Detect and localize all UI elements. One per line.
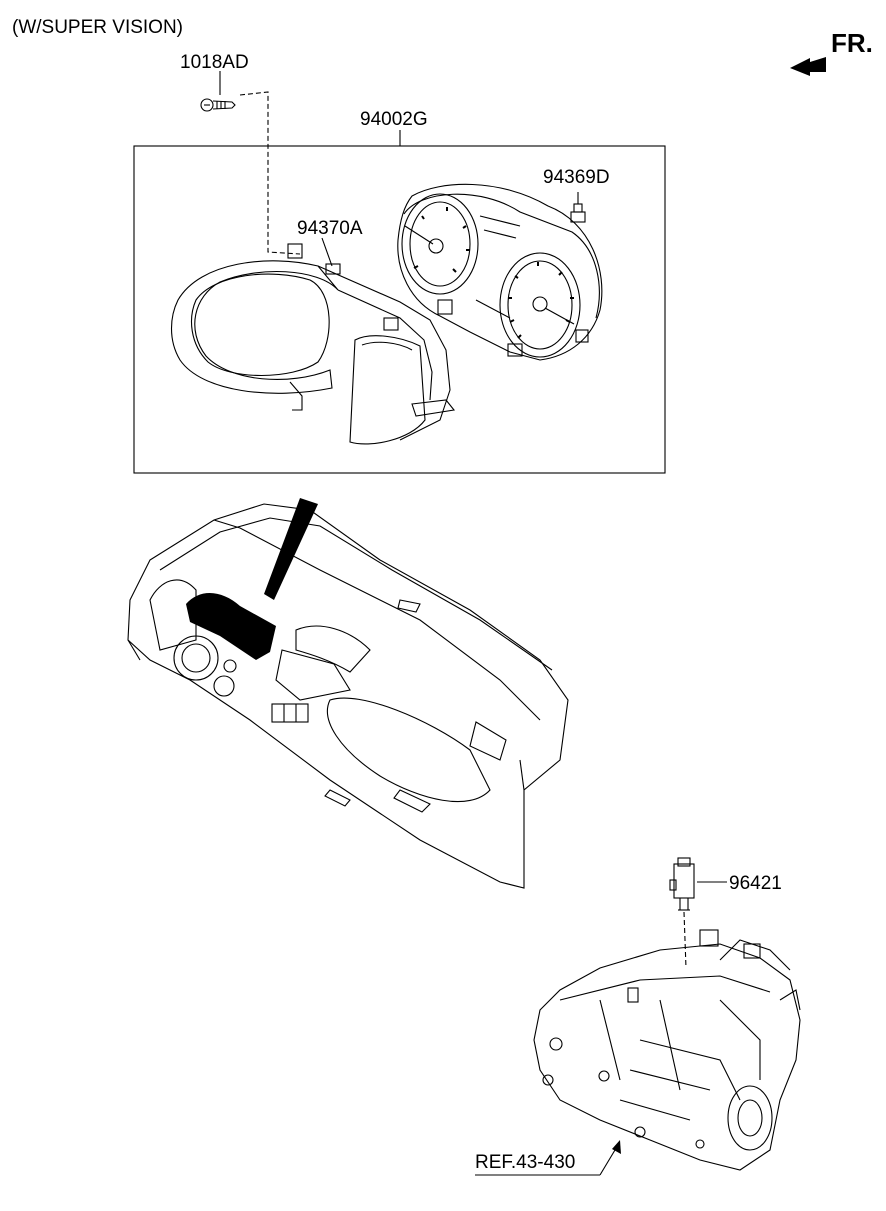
screw-icon <box>200 98 236 112</box>
part-label-96421: 96421 <box>729 873 782 894</box>
ref-arrowhead <box>612 1140 621 1154</box>
arrow-left-icon <box>790 57 826 76</box>
ref-label-transaxle: REF.43-430 <box>475 1152 576 1173</box>
guide-line-sensor <box>683 911 687 969</box>
leader-line-ref <box>599 1149 616 1176</box>
instrument-cluster-drawing <box>397 183 603 361</box>
variant-note: (W/SUPER VISION) <box>12 17 184 38</box>
cluster-location-highlight <box>186 592 276 660</box>
cluster-facia-drawing <box>171 237 456 445</box>
cluster-assembly-frame <box>133 145 666 474</box>
location-pointer <box>264 498 318 600</box>
guide-line-screw <box>239 91 301 255</box>
sensor-icon <box>669 857 695 911</box>
dashboard-drawing <box>127 503 569 889</box>
part-label-94002g: 94002G <box>360 109 428 130</box>
bulb-icon <box>570 192 586 223</box>
part-label-1018ad: 1018AD <box>180 52 249 73</box>
part-label-94370a: 94370A <box>297 218 363 239</box>
transaxle-drawing <box>533 929 801 1171</box>
part-label-94369d: 94369D <box>543 167 610 188</box>
front-direction-label: FR. <box>831 28 873 58</box>
leader-line-94370a <box>321 237 333 267</box>
